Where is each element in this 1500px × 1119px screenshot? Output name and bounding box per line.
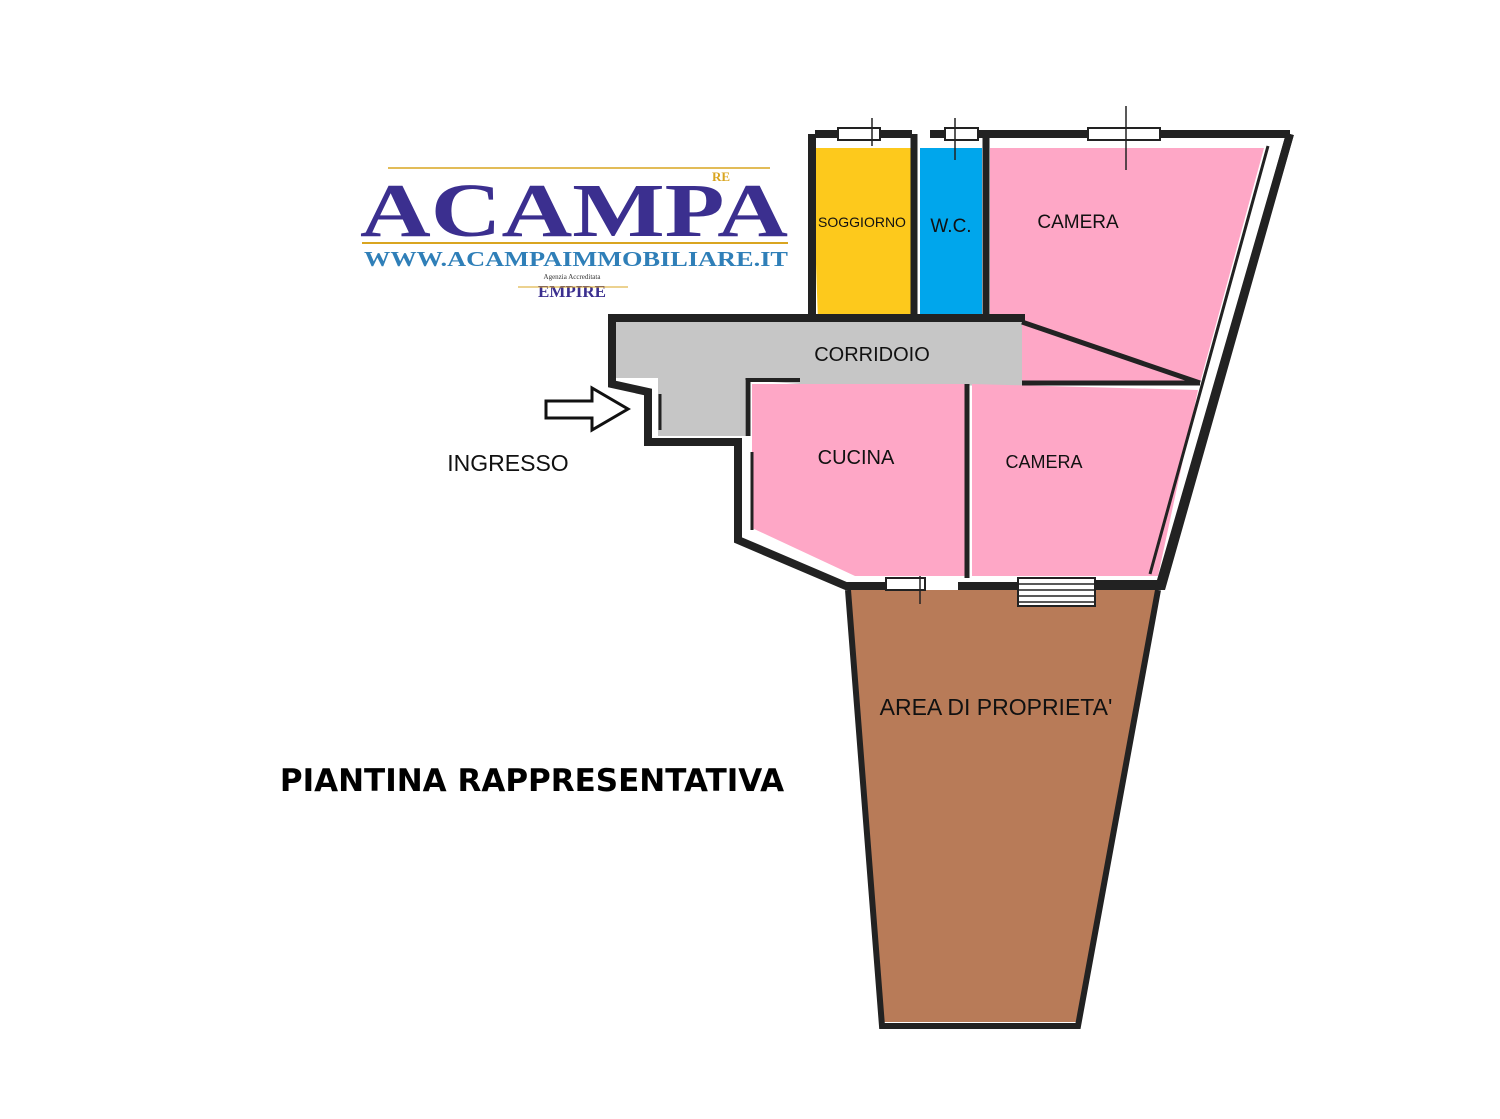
windows [837,106,1161,607]
label-area: AREA DI PROPRIETA' [880,694,1113,720]
window-cucina [885,577,926,591]
window-soggiorno [837,127,881,141]
window-camera-bottom-lines [1018,583,1095,603]
logo-brand: ACAMPA [360,169,788,253]
area-di-proprieta [848,590,1158,1022]
logo-superscript: RE [712,169,730,184]
room-cucina [752,384,965,576]
outer-wall-inner-line [658,145,1270,575]
window-camera [1087,127,1161,141]
room-corridoio [612,322,1022,436]
label-camera-top: CAMERA [1037,212,1119,233]
room-camera-bottom [972,384,1198,576]
arrow-right-icon [544,385,631,433]
label-soggiorno: SOGGIORNO [818,214,906,230]
wall-camera-corridoio [1021,319,1201,386]
agency-logo: ACAMPA RE WWW.ACAMPAIMMOBILIARE.IT Agenz… [360,167,788,301]
outer-wall-right [608,132,1294,590]
label-cucina: CUCINA [818,447,895,469]
area-outline [845,589,1161,1029]
logo-accredited: Agenzia Accreditata [544,273,602,281]
label-ingresso: INGRESSO [447,450,568,476]
caption: PIANTINA RAPPRESENTATIVA [280,763,784,799]
room-camera-top [990,148,1264,383]
label-wc: W.C. [930,216,971,237]
label-camera-bottom: CAMERA [1005,452,1082,472]
window-wc [944,127,979,141]
room-wc [920,148,982,322]
logo-partner: EMPIRE [538,282,606,301]
logo-website: WWW.ACAMPAIMMOBILIARE.IT [364,247,788,271]
label-corridoio: CORRIDOIO [814,344,930,366]
room-soggiorno [812,148,912,322]
window-ticks [871,106,1127,604]
walls [608,130,1294,1029]
